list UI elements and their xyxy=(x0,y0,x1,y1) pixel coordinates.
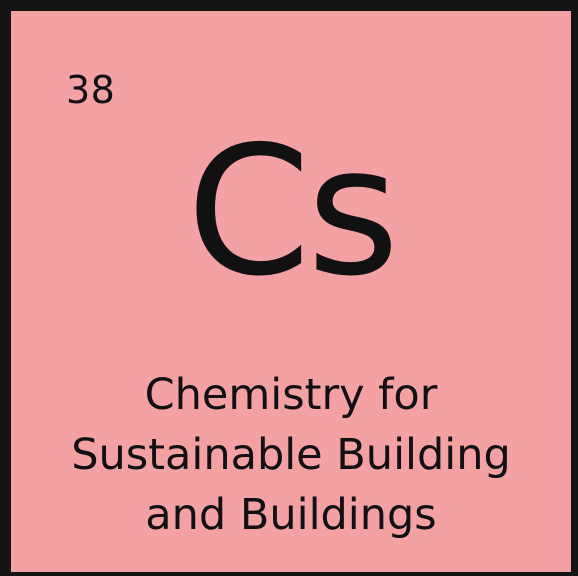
element-name-line-1: Chemistry for xyxy=(144,370,438,420)
element-name-line-2: Sustainable Building xyxy=(71,430,511,480)
element-name-line-3: and Buildings xyxy=(145,490,437,540)
element-name: Chemistry for Sustainable Building and B… xyxy=(11,365,571,545)
element-symbol: Cs xyxy=(186,108,399,315)
atomic-number: 38 xyxy=(66,68,116,112)
